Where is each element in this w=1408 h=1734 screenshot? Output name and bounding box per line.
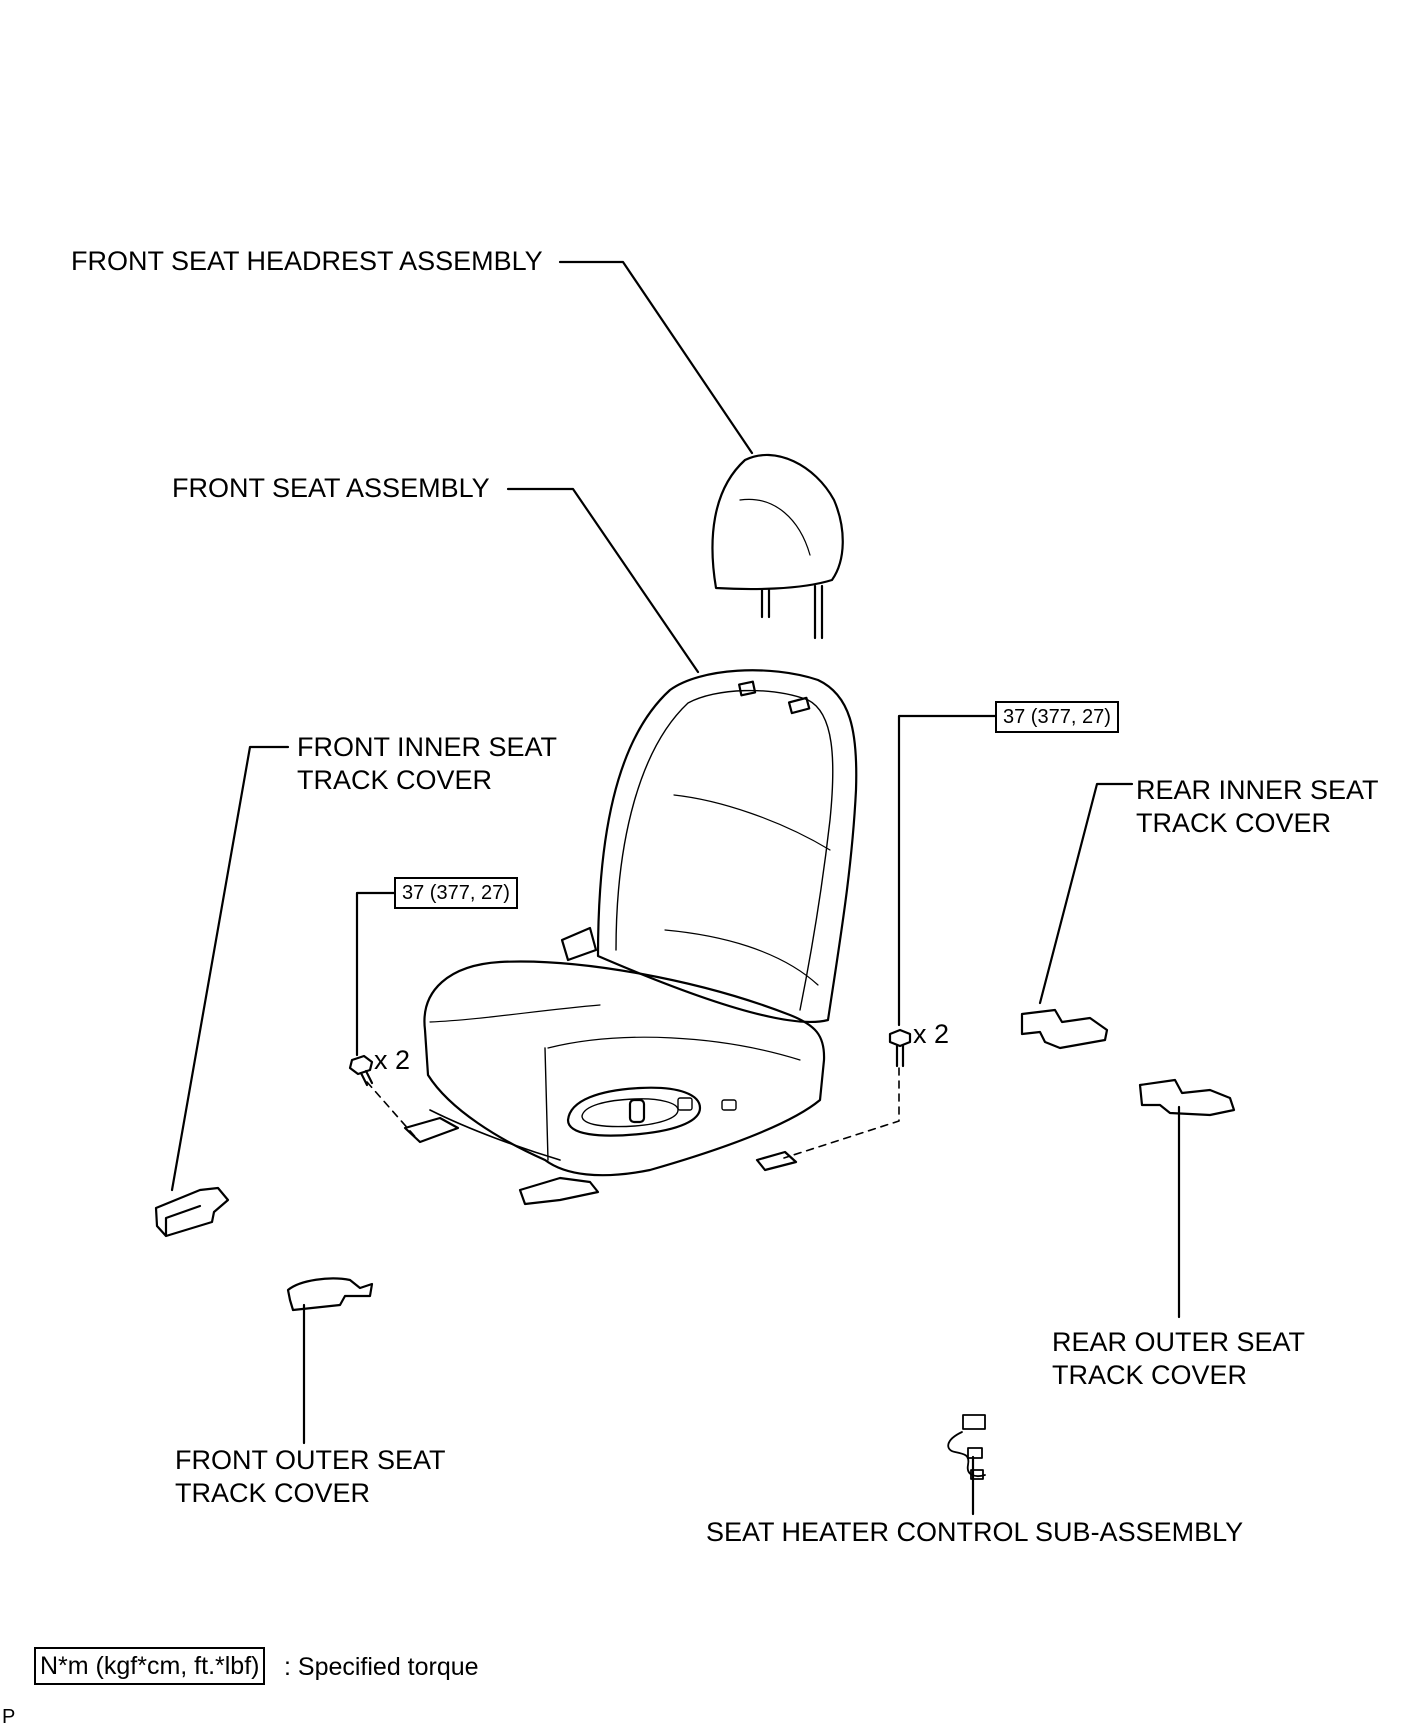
label-front-outer-line1: FRONT OUTER SEAT — [175, 1445, 446, 1475]
legend-torque-unit: N*m (kgf*cm, ft.*lbf) — [34, 1647, 266, 1685]
bolt-qty-right: x 2 — [913, 1019, 950, 1049]
torque-box-left: 37 (377, 27) — [394, 877, 518, 909]
label-front-inner-line2: TRACK COVER — [297, 765, 493, 795]
bolt-qty-left: x 2 — [374, 1045, 411, 1075]
bolt-right-drawing — [888, 1028, 912, 1068]
label-heater-control: SEAT HEATER CONTROL SUB-ASSEMBLY — [706, 1517, 1244, 1547]
rear-outer-cover-drawing — [1138, 1078, 1236, 1117]
leader-torque-right — [897, 714, 997, 1027]
front-inner-cover-drawing — [154, 1186, 230, 1238]
headrest-drawing — [711, 454, 844, 640]
legend-description: : Specified torque — [284, 1653, 479, 1681]
figure-code: P — [2, 1706, 16, 1728]
torque-box-right: 37 (377, 27) — [995, 701, 1119, 733]
label-rear-outer-line1: REAR OUTER SEAT — [1052, 1327, 1306, 1357]
leader-headrest — [558, 260, 754, 455]
bolt-left-drawing — [348, 1054, 374, 1087]
label-rear-outer-line2: TRACK COVER — [1052, 1360, 1248, 1390]
leader-seat — [506, 487, 700, 674]
label-rear-inner-line1: REAR INNER SEAT — [1136, 775, 1379, 805]
leader-torque-left — [355, 891, 396, 1057]
leader-lines — [170, 260, 1181, 1516]
label-front-outer-line2: TRACK COVER — [175, 1478, 371, 1508]
rear-inner-cover-drawing — [1020, 1008, 1109, 1050]
label-seat-assembly: FRONT SEAT ASSEMBLY — [172, 473, 490, 503]
bolt-dash-lines — [366, 1067, 900, 1159]
heater-control-drawing — [947, 1414, 986, 1480]
leader-rear-inner — [1038, 782, 1134, 1005]
label-rear-inner-line2: TRACK COVER — [1136, 808, 1332, 838]
seat-drawing — [403, 669, 858, 1206]
label-headrest: FRONT SEAT HEADREST ASSEMBLY — [71, 246, 543, 276]
front-outer-cover-drawing — [286, 1277, 374, 1312]
leader-front-inner — [170, 745, 290, 1192]
label-front-inner-line1: FRONT INNER SEAT — [297, 732, 558, 762]
